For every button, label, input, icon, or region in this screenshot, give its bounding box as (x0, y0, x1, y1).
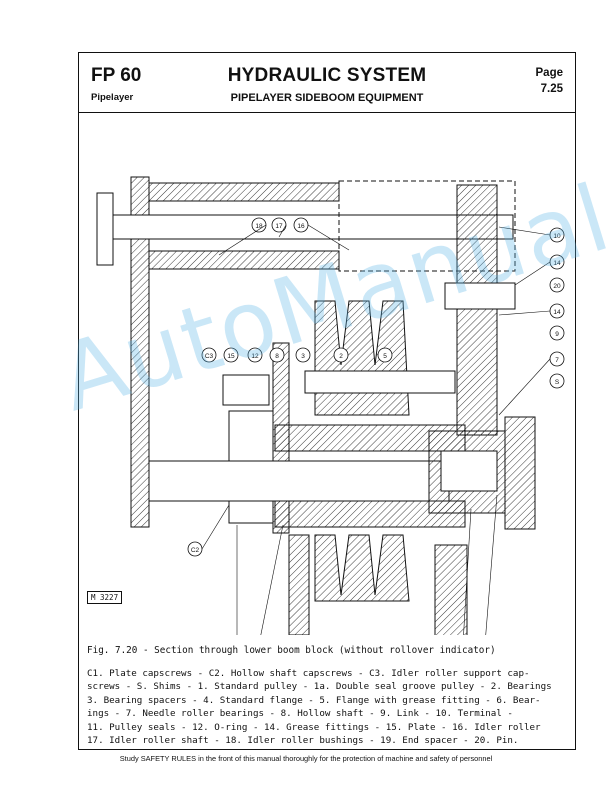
page-header: FP 60 Pipelayer HYDRAULIC SYSTEM PIPELAY… (79, 53, 575, 113)
section-title: HYDRAULIC SYSTEM (227, 65, 427, 86)
page-frame: FP 60 Pipelayer HYDRAULIC SYSTEM PIPELAY… (78, 52, 576, 750)
callout-label: 8 (275, 353, 279, 360)
model-title: FP 60 (91, 65, 142, 86)
technical-drawing: 18 17 16 C3 15 12 8 3 2 5 10 14 20 14 9 … (96, 176, 565, 635)
callout-label: 18 (255, 223, 263, 230)
callout-label: 17 (275, 223, 283, 230)
model-subtitle: Pipelayer (91, 92, 134, 103)
callout-label: 16 (297, 223, 305, 230)
figure-caption: Fig. 7.20 - Section through lower boom b… (87, 645, 496, 656)
callout-label: 3 (301, 353, 305, 360)
callout-label: 10 (553, 233, 561, 240)
callout-label: 7 (555, 357, 559, 364)
callout-label: 15 (227, 353, 235, 360)
callout-label: C2 (191, 547, 200, 554)
page-label: Page (535, 67, 564, 79)
callout-label: C3 (205, 353, 214, 360)
callout-label: 14 (553, 309, 561, 316)
callout-label: 20 (553, 283, 561, 290)
callout-label: 9 (555, 331, 559, 338)
callout-label: 5 (383, 353, 387, 360)
callout-label: S (555, 379, 560, 386)
drawing-reference: M 3227 (87, 591, 123, 604)
callout-label: 14 (553, 260, 561, 267)
callout-label: 2 (339, 353, 343, 360)
parts-legend: C1. Plate capscrews - C2. Hollow shaft c… (87, 668, 552, 747)
callout-label: 12 (251, 353, 259, 360)
page-number: 7.25 (540, 83, 563, 95)
safety-footer: Study SAFETY RULES in the front of this … (119, 754, 493, 763)
section-subtitle: PIPELAYER SIDEBOOM EQUIPMENT (230, 92, 424, 104)
